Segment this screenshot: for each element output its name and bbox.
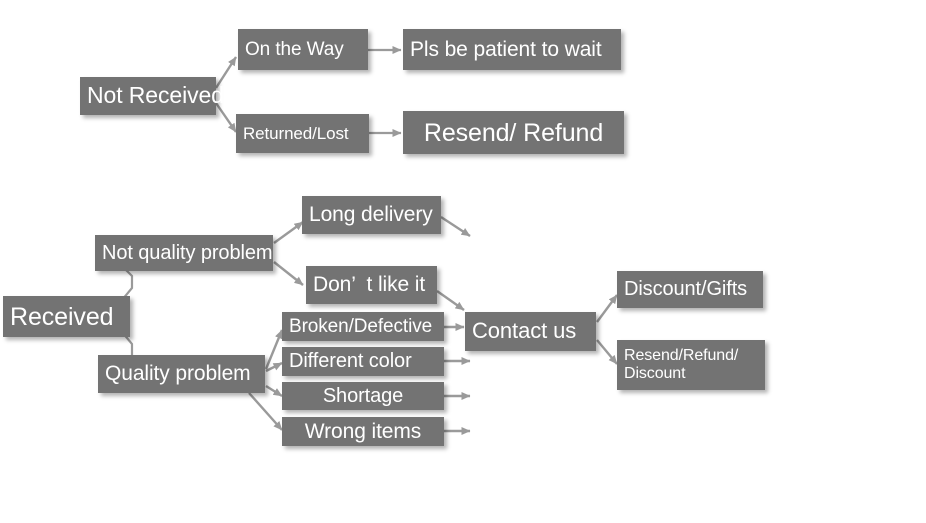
node-broken-defective[interactable]: Broken/Defective [282, 312, 444, 341]
node-resend-refund-discount-line-1: Resend/Refund/ [624, 347, 739, 365]
node-shortage[interactable]: Shortage [282, 382, 444, 410]
edge-quality-problem-to-wrong-items [248, 392, 283, 431]
node-resend-refund-label: Resend/ Refund [423, 118, 604, 147]
edge-dont-like-it-to-contact-us [436, 290, 465, 311]
node-quality-problem-label: Quality problem [105, 362, 251, 386]
edge-quality-problem-to-shortage [265, 384, 283, 398]
edge-quality-problem-to-different-color [265, 361, 283, 373]
edge-contact-us-to-discount-gifts [596, 294, 618, 323]
edge-contact-us-to-resend-refund-discount [596, 339, 618, 365]
node-shortage-label: Shortage [322, 384, 404, 407]
node-wrong-items[interactable]: Wrong items [282, 417, 444, 446]
node-pls-be-patient-to-wait-label: Pls be patient to wait [410, 37, 602, 61]
edge-not-quality-problem-to-long-delivery [273, 221, 304, 244]
node-resend-refund-discount[interactable]: Resend/Refund/ Discount [617, 340, 765, 390]
node-on-the-way-label: On the Way [245, 38, 344, 60]
node-returned-lost-label: Returned/Lost [243, 123, 349, 143]
node-discount-gifts-label: Discount/Gifts [624, 278, 748, 301]
node-resend-refund-discount-line-2: Discount [624, 365, 686, 382]
node-long-delivery[interactable]: Long delivery [302, 196, 441, 234]
node-pls-be-patient-to-wait[interactable]: Pls be patient to wait [403, 29, 621, 70]
node-not-quality-problem[interactable]: Not quality problem [95, 235, 273, 271]
node-broken-defective-label: Broken/Defective [289, 315, 433, 337]
node-not-received[interactable]: Not Received [80, 77, 224, 115]
edge-not-quality-problem-to-dont-like-it [273, 261, 304, 286]
node-different-color[interactable]: Different color [282, 347, 444, 376]
node-received[interactable]: Received [3, 296, 130, 337]
node-dont-like-it-label: Don’ t like it [313, 273, 426, 297]
node-quality-problem[interactable]: Quality problem [98, 355, 265, 393]
node-returned-lost[interactable]: Returned/Lost [236, 114, 369, 153]
edge-long-delivery-to-contact-us [440, 215, 471, 238]
node-contact-us-label: Contact us [472, 318, 577, 344]
node-wrong-items-label: Wrong items [304, 419, 422, 443]
node-long-delivery-label: Long delivery [309, 203, 433, 227]
node-discount-gifts[interactable]: Discount/Gifts [617, 271, 763, 308]
node-not-quality-problem-label: Not quality problem [102, 241, 273, 264]
node-dont-like-it[interactable]: Don’ t like it [306, 266, 437, 304]
node-not-received-label: Not Received [87, 82, 224, 109]
node-contact-us[interactable]: Contact us [465, 312, 596, 351]
edge-quality-problem-to-broken-defective [264, 329, 284, 370]
node-on-the-way[interactable]: On the Way [238, 29, 368, 70]
node-resend-refund[interactable]: Resend/ Refund [403, 111, 624, 154]
node-received-label: Received [10, 302, 114, 331]
node-different-color-label: Different color [289, 350, 412, 373]
